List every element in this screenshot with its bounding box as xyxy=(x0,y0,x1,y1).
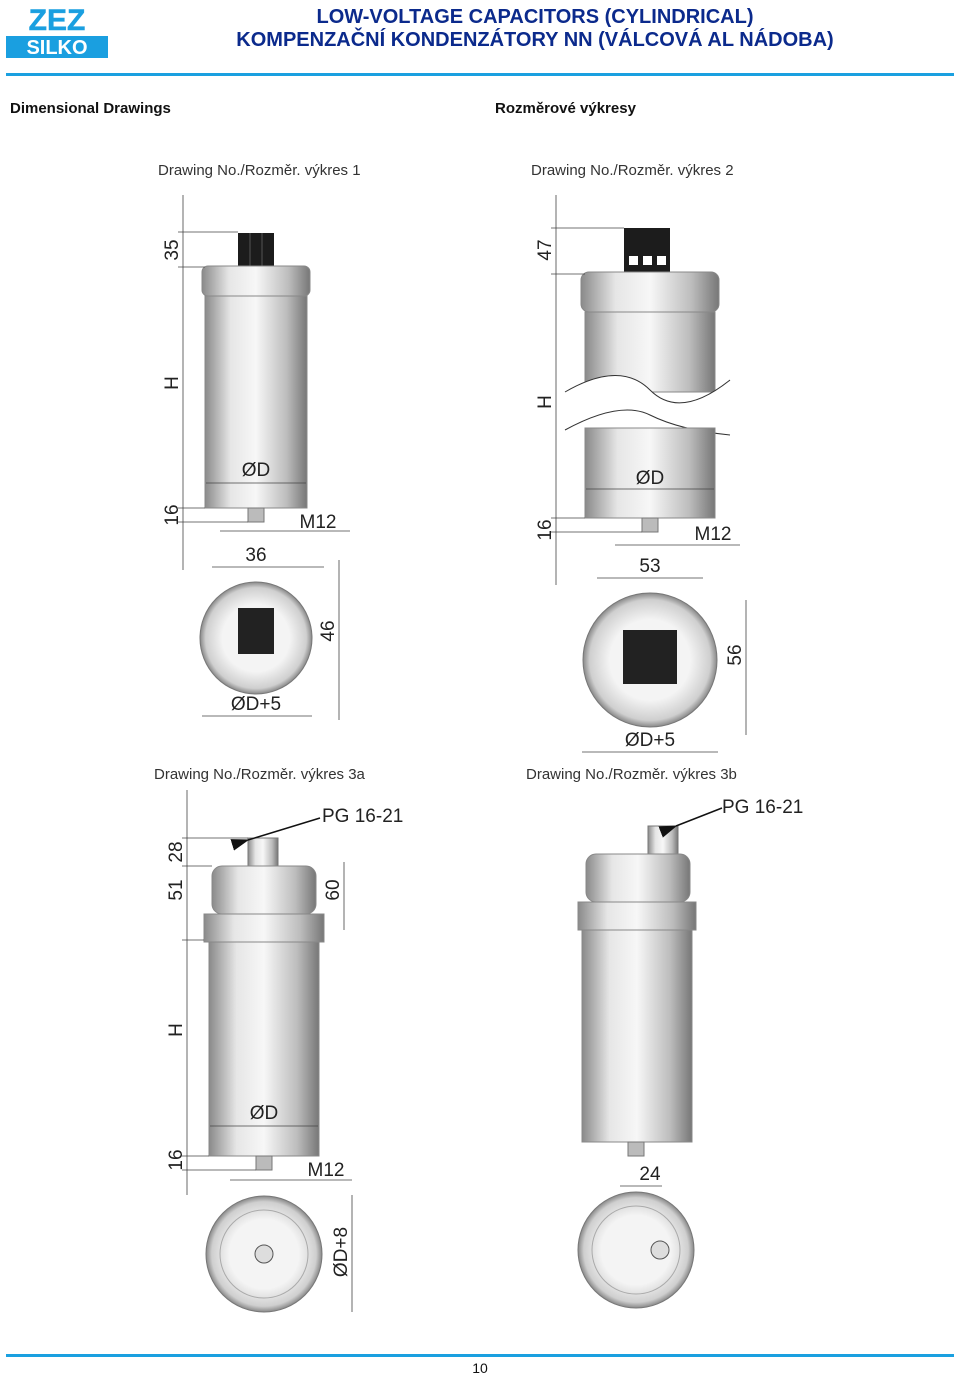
logo-text-bottom: SILKO xyxy=(26,37,87,58)
dim-top1-3a: 28 xyxy=(166,841,187,862)
bottom-view-3b xyxy=(577,1191,695,1309)
dim-cap-3a: 60 xyxy=(323,879,344,900)
capacitor-body-3a xyxy=(208,941,320,1157)
dim-depth-2: 56 xyxy=(725,644,746,665)
terminal-block-top xyxy=(238,608,274,654)
dim-h-1: H xyxy=(162,376,183,390)
section-title-cz: Rozměrové výkresy xyxy=(495,100,636,117)
dim-d-1: ØD xyxy=(242,460,271,481)
dim-bottom-2: 16 xyxy=(535,519,556,540)
terminal-block-top-2 xyxy=(623,630,677,684)
drawing-3a: Drawing No./Rozměr. výkres 3a PG 16-21 2… xyxy=(154,766,403,1313)
dim-bottom-3a: 16 xyxy=(166,1149,187,1170)
gland-label-3b: PG 16-21 xyxy=(722,797,803,818)
drawing-1: Drawing No./Rozměr. výkres 1 35 H 16 ØD … xyxy=(158,162,361,720)
dim-depth-1: 46 xyxy=(318,620,339,641)
dim-outer-2: ØD+5 xyxy=(625,730,675,751)
m12-stud xyxy=(247,507,265,523)
capacitor-body-3b xyxy=(581,929,693,1143)
gland-label-3a: PG 16-21 xyxy=(322,806,403,827)
header-title-cz: KOMPENZAČNÍ KONDENZÁTORY NN (VÁLCOVÁ AL … xyxy=(236,29,834,51)
dim-width-3b: 24 xyxy=(639,1164,661,1185)
dim-outer-1: ØD+5 xyxy=(231,694,281,715)
dim-d-3a: ØD xyxy=(250,1103,279,1124)
drawing-1-title: Drawing No./Rozměr. výkres 1 xyxy=(158,162,361,179)
dim-bottom-1: 16 xyxy=(162,504,183,525)
cable-gland-3a xyxy=(247,837,279,867)
dim-h-2: H xyxy=(535,395,556,409)
logo-text-top: ZEZ xyxy=(29,4,86,37)
header-rule xyxy=(6,73,954,76)
drawing-2-title: Drawing No./Rozměr. výkres 2 xyxy=(531,162,734,179)
dim-thread-1: M12 xyxy=(300,512,337,533)
capacitor-body-2 xyxy=(584,427,716,519)
capacitor-cap-3a xyxy=(211,865,317,915)
dim-h-3a: H xyxy=(166,1023,187,1037)
dim-top-1: 35 xyxy=(162,239,183,260)
dim-width-2: 53 xyxy=(639,556,660,577)
drawing-3a-title: Drawing No./Rozměr. výkres 3a xyxy=(154,766,366,783)
drawing-2: Drawing No./Rozměr. výkres 2 47 H 16 ØD … xyxy=(531,162,747,753)
capacitor-top xyxy=(201,265,311,297)
dim-outer-3a: ØD+8 xyxy=(331,1227,352,1277)
drawing-3b: Drawing No./Rozměr. výkres 3b PG 16-21 2… xyxy=(526,766,803,1309)
footer-rule xyxy=(6,1354,954,1357)
page-number: 10 xyxy=(472,1360,488,1376)
section-title-en: Dimensional Drawings xyxy=(10,100,171,117)
terminal-block xyxy=(238,233,274,267)
dim-d-2: ØD xyxy=(636,468,665,489)
zez-silko-logo: ZEZ SILKO xyxy=(6,4,108,58)
capacitor-top-2 xyxy=(580,271,720,313)
dim-top-2: 47 xyxy=(535,239,556,260)
cable-gland-3b xyxy=(647,825,679,855)
capacitor-cap-3b xyxy=(585,853,691,903)
capacitor-body xyxy=(204,295,308,509)
drawing-3b-title: Drawing No./Rozměr. výkres 3b xyxy=(526,766,737,783)
header-title-en: LOW-VOLTAGE CAPACITORS (CYLINDRICAL) xyxy=(316,6,754,28)
terminal-block-2 xyxy=(624,228,670,274)
break-line xyxy=(565,375,730,438)
page-header: LOW-VOLTAGE CAPACITORS (CYLINDRICAL) KOM… xyxy=(120,6,950,52)
dim-top2-3a: 51 xyxy=(166,879,187,900)
dim-thread-3a: M12 xyxy=(308,1160,345,1181)
dim-thread-2: M12 xyxy=(695,524,732,545)
dim-width-1: 36 xyxy=(245,545,266,566)
